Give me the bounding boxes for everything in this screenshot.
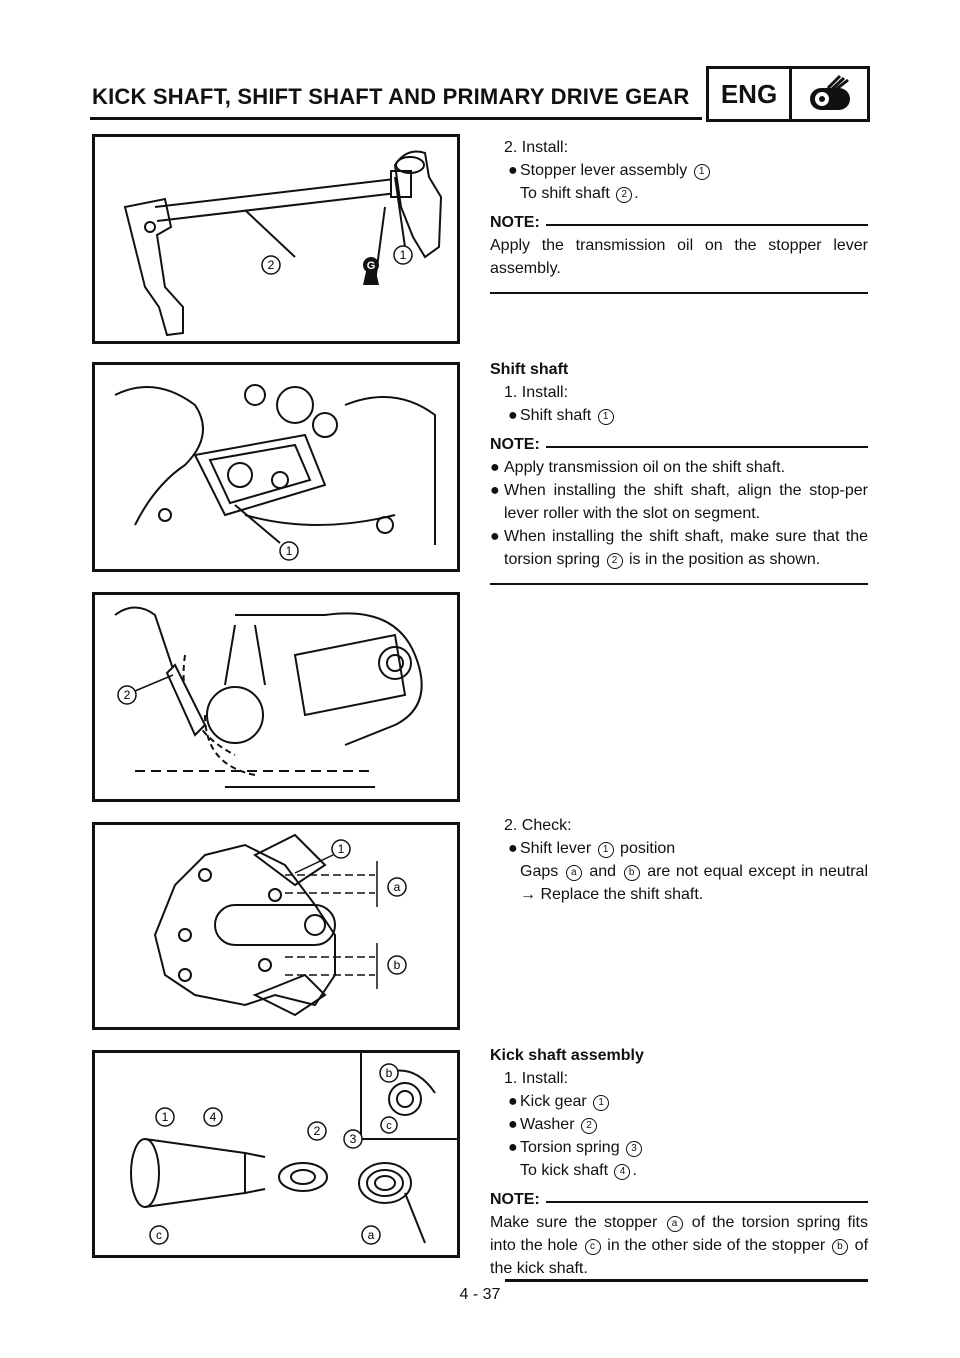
figure-callout: 2 [314, 1124, 321, 1138]
note-item: ●When installing the shift shaft, make s… [490, 528, 868, 569]
section-heading: Kick shaft assembly [490, 1047, 644, 1064]
figure-callout: 1 [400, 248, 407, 262]
step-heading: 1. Install: [504, 1070, 569, 1087]
step-heading: 2. Check: [504, 817, 572, 834]
check-description: Gaps a and b are not equal except in neu… [520, 863, 868, 903]
figure-callout: c [156, 1228, 162, 1242]
list-item: ●Shift shaft 1 [490, 404, 868, 427]
section-label: ENG [709, 69, 792, 119]
note-header: NOTE: [490, 211, 868, 234]
note-header: NOTE: [490, 1188, 868, 1211]
step-heading: 2. Install: [504, 139, 569, 156]
figure-shift-lever-gaps: 1 a b [92, 822, 460, 1030]
list-item: ●Shift lever 1 position [508, 840, 676, 858]
note-header: NOTE: [490, 433, 868, 456]
list-item: ●Torsion spring 3 [490, 1136, 868, 1159]
figure-torsion-spring-position: 2 [92, 592, 460, 802]
figure-callout: 2 [124, 688, 131, 702]
engine-wrench-icon [792, 69, 867, 119]
footer-rule [505, 1279, 868, 1282]
header-rule [90, 117, 702, 120]
figure-callout: 1 [286, 544, 293, 558]
figure-callout: b [386, 1066, 393, 1080]
section-stopper-lever: 2. Install: ●Stopper lever assembly 1 To… [490, 136, 868, 294]
figure-callout: b [394, 958, 401, 972]
list-item: To kick shaft 4. [520, 1162, 637, 1180]
figure-callout: 1 [338, 842, 345, 856]
figure-callout: 4 [210, 1110, 217, 1124]
grease-mark: G [367, 260, 376, 272]
section-heading: Shift shaft [490, 361, 569, 378]
figure-stopper-lever: 2 1 G [92, 134, 460, 344]
note-text: Make sure the stopper a of the torsion s… [490, 1214, 869, 1277]
figure-callout: 2 [268, 258, 275, 272]
figure-callout: 1 [162, 1110, 169, 1124]
step-heading: 1. Install: [504, 384, 569, 401]
list-item: ●Stopper lever assembly 1 [490, 159, 868, 182]
note-end-rule [490, 292, 868, 294]
note-item: ●When installing the shift shaft, align … [490, 482, 868, 522]
figure-callout: a [368, 1228, 375, 1242]
figure-callout: c [386, 1120, 392, 1132]
section-shift-lever-check: 2. Check: ●Shift lever 1 position Gaps a… [490, 814, 868, 906]
list-item: To shift shaft 2. [520, 185, 639, 203]
section-kick-shaft-assembly: Kick shaft assembly 1. Install: ●Kick ge… [490, 1044, 868, 1280]
figure-callout: 3 [350, 1132, 357, 1146]
figure-kick-shaft-assembly: 1 4 2 3 b c c a [92, 1050, 460, 1258]
page-number: 4 - 37 [459, 1286, 501, 1303]
page-title: KICK SHAFT, SHIFT SHAFT AND PRIMARY DRIV… [92, 84, 690, 109]
note-item: ●Apply transmission oil on the shift sha… [490, 459, 786, 476]
section-shift-shaft: Shift shaft 1. Install: ●Shift shaft 1 N… [490, 358, 868, 585]
note-text: Apply the transmission oil on the stoppe… [490, 237, 868, 277]
list-item: ●Washer 2 [490, 1113, 868, 1136]
list-item: ●Kick gear 1 [490, 1090, 868, 1113]
figure-shift-shaft: 1 [92, 362, 460, 572]
section-badge: ENG [706, 66, 870, 122]
note-end-rule [490, 583, 868, 585]
figure-callout: a [394, 880, 401, 894]
